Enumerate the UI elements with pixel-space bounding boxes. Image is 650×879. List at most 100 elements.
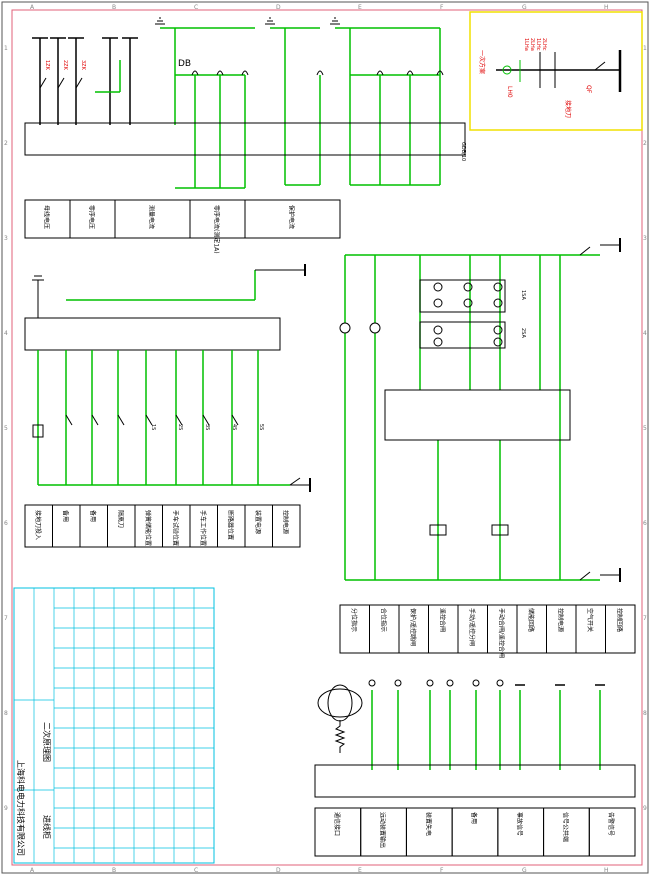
terminal-block-bottom bbox=[314, 764, 636, 798]
control-right-panel: 分位指示 合位指示 保护/遥控跳闸 遥控合闸 手动/遥控分闸 手动合闸/遥控合闸 储能回路 控… bbox=[339, 238, 636, 658]
ct-label: 2LHa bbox=[529, 38, 535, 51]
column-marker-bottom: D bbox=[276, 867, 281, 874]
breaker-label: 2ZK bbox=[62, 60, 68, 71]
bottom-function-label: 告警信号 bbox=[607, 812, 615, 836]
breaker-label: 3ZK bbox=[80, 60, 86, 71]
right-function-label: 手动合闸/遥控合闸 bbox=[497, 608, 505, 658]
left-function-label: 装置电源 bbox=[254, 510, 262, 534]
terminal-block-left bbox=[24, 317, 281, 351]
column-marker-top: C bbox=[194, 4, 198, 11]
left-function-boxes: 接地刀投入备用备用隔离刀弹簧储能位置手车试验位置手车工作位置断路器位置装置电源控… bbox=[24, 424, 301, 548]
terminal-block-top bbox=[24, 122, 466, 156]
right-function-label: 手动/遥控分闸 bbox=[468, 608, 476, 646]
contact-label: 2S bbox=[177, 424, 183, 430]
right-function-label: 控制回路 bbox=[615, 608, 623, 632]
row-marker-left: 9 bbox=[4, 805, 8, 812]
left-function-label: 控制电源 bbox=[281, 510, 289, 534]
terminal-block-right bbox=[384, 389, 571, 441]
column-marker-bottom: G bbox=[522, 867, 527, 874]
row-marker-right: 4 bbox=[643, 330, 647, 337]
bottom-right-panel: 通信接口远动装置输出装置失电备用事故信号信号公共端告警信号 bbox=[314, 679, 636, 857]
switch-label: 1SA bbox=[520, 290, 526, 300]
column-marker-top: A bbox=[30, 4, 35, 11]
row-marker-right: 3 bbox=[643, 235, 647, 242]
top-function-label: 零序电压 bbox=[88, 205, 96, 229]
column-marker-top: E bbox=[358, 4, 362, 11]
company-name: 上海科电电力科技有限公司 bbox=[16, 760, 26, 856]
ct-label: 1LHc bbox=[535, 38, 541, 51]
right-function-label: 分位指示 bbox=[350, 608, 358, 632]
left-function-label: 备用 bbox=[89, 510, 97, 522]
row-marker-right: 9 bbox=[643, 805, 647, 812]
bottom-function-label: 通信接口 bbox=[333, 812, 341, 836]
left-function-label: 手车试验位置 bbox=[171, 510, 179, 546]
column-marker-top: D bbox=[276, 4, 281, 11]
primary-right-text: 接地刀 bbox=[564, 100, 572, 118]
column-marker-bottom: H bbox=[604, 867, 609, 874]
right-function-box bbox=[605, 604, 636, 654]
transformer-top bbox=[317, 688, 363, 718]
right-function-label: 遥控合闸 bbox=[438, 608, 446, 632]
row-marker-left: 8 bbox=[4, 710, 8, 717]
row-marker-left: 5 bbox=[4, 425, 8, 432]
contact-label: 5S bbox=[258, 424, 264, 430]
right-function-label: 合位指示 bbox=[379, 608, 387, 632]
ct-label: 2LHc bbox=[541, 38, 547, 51]
drawing-title: 二次原理图 bbox=[42, 722, 52, 762]
column-marker-top: H bbox=[604, 4, 609, 11]
inner-frame bbox=[11, 9, 643, 866]
switch-label: 2SA bbox=[520, 328, 526, 338]
row-marker-right: 6 bbox=[643, 520, 647, 527]
left-function-box bbox=[272, 504, 301, 548]
row-marker-left: 4 bbox=[4, 330, 8, 337]
bottom-function-label: 远动装置输出 bbox=[379, 812, 387, 848]
right-function-label: 空气开关 bbox=[586, 608, 594, 632]
terminal-block-top-label: GDB/10 bbox=[460, 142, 466, 161]
row-marker-left: 2 bbox=[4, 140, 8, 147]
primary-left-text: 一次方案 bbox=[478, 50, 486, 74]
bottom-function-label: 信号公共端 bbox=[561, 812, 569, 842]
bottom-function-label: 事故信号 bbox=[516, 812, 524, 836]
column-marker-top: B bbox=[112, 4, 116, 11]
top-function-box bbox=[244, 199, 341, 239]
column-marker-bottom: F bbox=[440, 867, 444, 874]
contact-label: 1S bbox=[150, 424, 156, 430]
ct-label: 1LHa bbox=[523, 38, 529, 51]
top-function-label: 测量电流 bbox=[148, 205, 156, 229]
row-marker-right: 5 bbox=[643, 425, 647, 432]
row-marker-left: 3 bbox=[4, 235, 8, 242]
left-function-label: 弹簧储能位置 bbox=[144, 510, 152, 546]
transformer-coil bbox=[334, 720, 346, 753]
right-function-label: 储能回路 bbox=[527, 608, 535, 632]
coil-tj bbox=[429, 524, 447, 536]
right-function-label: 控制电源 bbox=[556, 608, 564, 632]
column-marker-bottom: E bbox=[358, 867, 362, 874]
left-function-label: 手车工作位置 bbox=[199, 510, 207, 546]
left-function-label: 隔离刀 bbox=[116, 510, 124, 528]
coil-hj bbox=[491, 524, 509, 536]
row-marker-left: 7 bbox=[4, 615, 8, 622]
column-marker-top: F bbox=[440, 4, 444, 11]
contact-label: 4S bbox=[231, 424, 237, 430]
bottom-function-boxes: 通信接口远动装置输出装置失电备用事故信号信号公共端告警信号 bbox=[314, 807, 636, 857]
top-function-label: 保护电流 bbox=[288, 205, 296, 229]
top-function-label: 零序电流(测定1A) bbox=[213, 205, 221, 254]
right-function-label: 保护/遥控跳闸 bbox=[409, 608, 417, 646]
column-marker-bottom: C bbox=[194, 867, 198, 874]
switch-2sa bbox=[419, 321, 506, 349]
contact-label: 3S bbox=[204, 424, 210, 430]
primary-scheme-border bbox=[469, 11, 643, 131]
right-function-boxes: 分位指示 合位指示 保护/遥控跳闸 遥控合闸 手动/遥控分闸 手动合闸/遥控合闸 储能回路 控… bbox=[339, 290, 636, 658]
switch-1sa bbox=[419, 279, 506, 313]
db-label: DB bbox=[178, 59, 191, 69]
row-marker-left: 6 bbox=[4, 520, 8, 527]
